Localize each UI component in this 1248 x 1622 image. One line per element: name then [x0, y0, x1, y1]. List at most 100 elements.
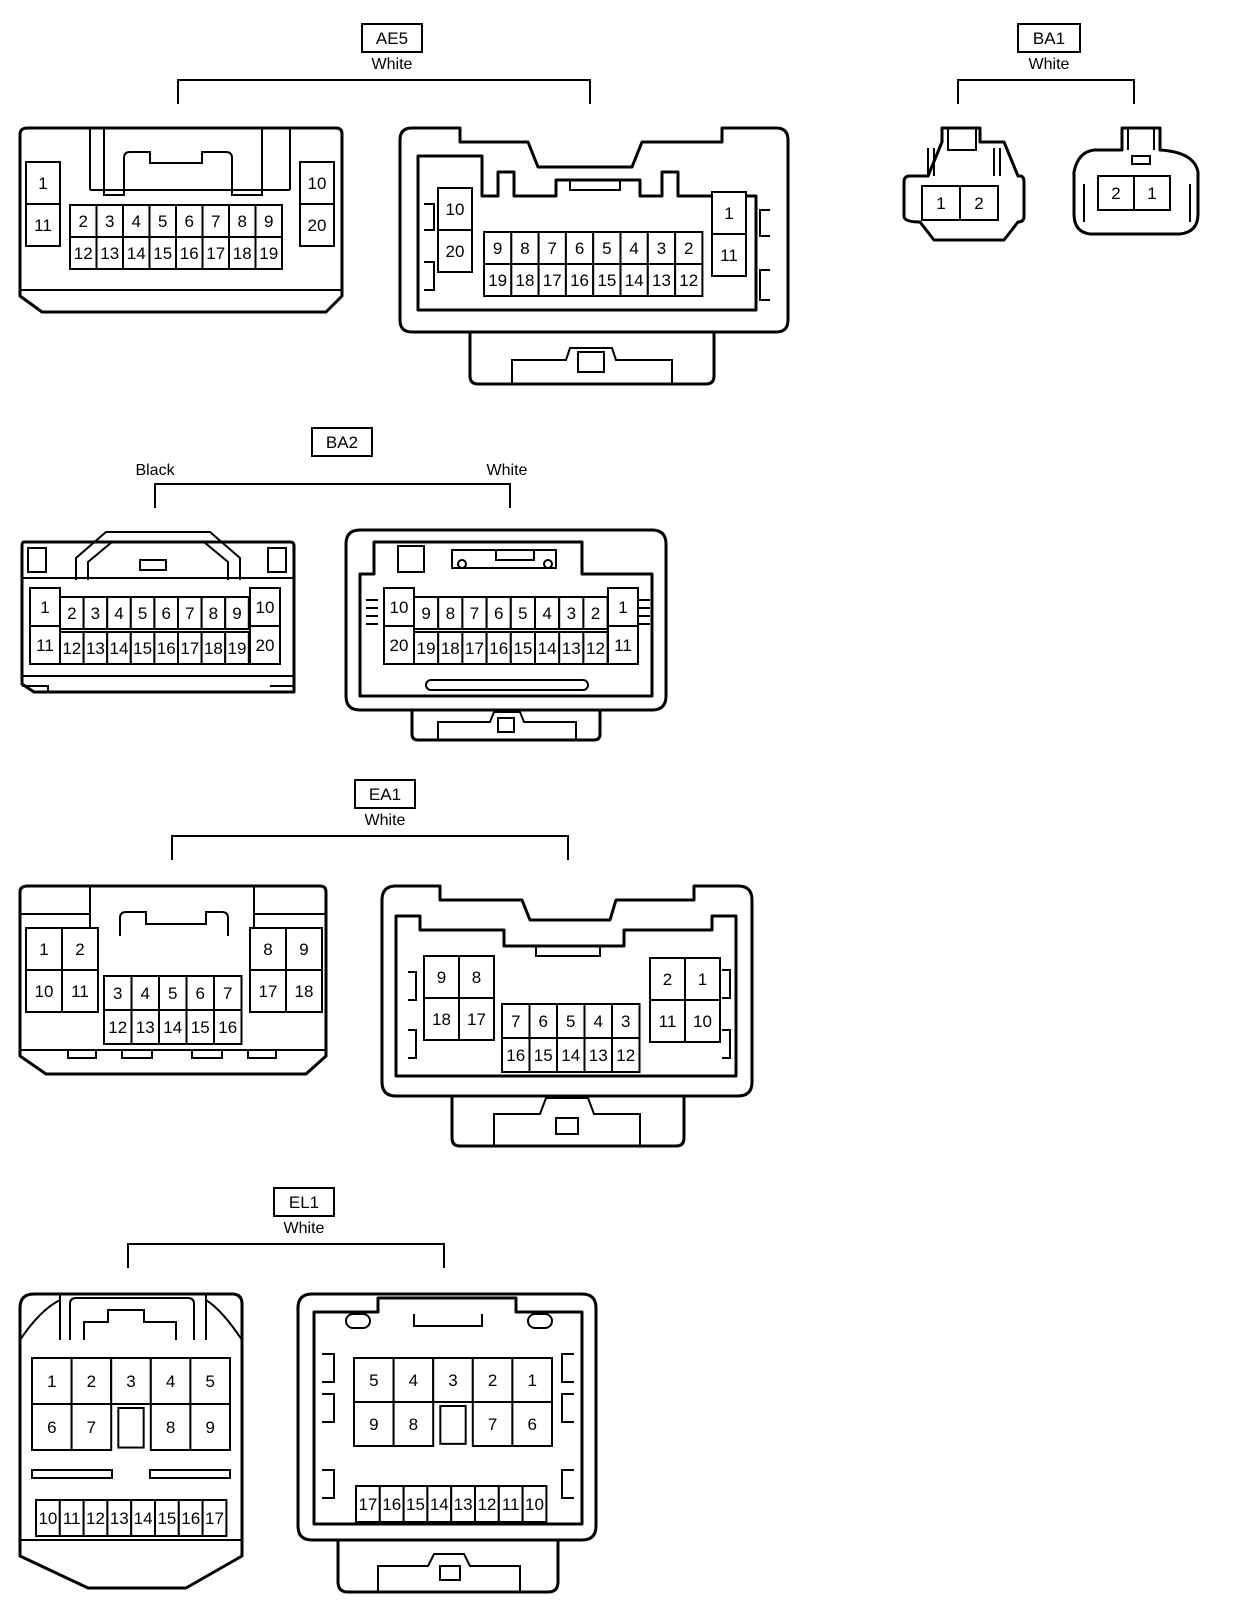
pin-cell [224, 596, 250, 630]
pin-label: 2 [75, 940, 84, 959]
pin-label: 3 [105, 212, 114, 231]
pin-17: 17 [461, 631, 488, 665]
pin-1: 1 [25, 161, 61, 205]
pin-3: 3 [110, 1357, 152, 1405]
pin-key-slot [117, 1407, 145, 1449]
pin-16: 16 [564, 263, 595, 297]
pin-20: 20 [383, 625, 415, 665]
pin-5: 5 [592, 231, 622, 265]
pin-label: 7 [488, 1415, 497, 1434]
pin-cell [31, 1357, 73, 1405]
pin-label: 3 [448, 1371, 457, 1390]
pin-label: 15 [191, 1018, 210, 1037]
pin-label: 11 [63, 1509, 81, 1528]
pin-cell [130, 975, 160, 1011]
pin-8: 8 [149, 1403, 192, 1451]
pin-8: 8 [228, 204, 257, 238]
pin-5: 5 [556, 1003, 586, 1039]
pin-label: 19 [417, 639, 436, 658]
pin-9: 9 [353, 1401, 395, 1447]
pin-label: 6 [47, 1418, 56, 1437]
pin-cell [158, 975, 188, 1011]
pin-label: 7 [548, 239, 557, 258]
pin-label: 9 [299, 940, 308, 959]
pin-cell [249, 969, 287, 1013]
pin-label: 10 [308, 174, 327, 193]
pin-2: 2 [1097, 175, 1135, 211]
pin-13: 13 [558, 631, 585, 665]
pin-3: 3 [646, 231, 677, 265]
pin-label: 11 [502, 1495, 520, 1514]
pin-label: 1 [527, 1371, 536, 1390]
pin-4: 4 [583, 1003, 613, 1039]
pin-label: 16 [218, 1018, 237, 1037]
pin-cell [471, 1401, 514, 1447]
pin-label: 13 [652, 271, 671, 290]
pin-cell [213, 1009, 243, 1045]
pin-4: 4 [392, 1357, 435, 1403]
pin-13: 13 [106, 1499, 133, 1537]
pin-label: 18 [515, 271, 534, 290]
pin-label: 16 [382, 1495, 401, 1514]
pin-label: 14 [163, 1018, 182, 1037]
pin-12: 12 [59, 631, 85, 665]
pin-label: 15 [406, 1495, 425, 1514]
pin-9: 9 [189, 1403, 231, 1451]
pin-6: 6 [153, 596, 179, 630]
pin-5: 5 [353, 1357, 395, 1403]
pin-label: 13 [589, 1046, 608, 1065]
pin-label: 16 [180, 244, 199, 263]
pin-2: 2 [649, 957, 686, 1001]
pin-1: 1 [511, 1357, 554, 1403]
pin-label: 14 [430, 1495, 449, 1514]
pin-label: 17 [465, 639, 484, 658]
connector-code: BA2 [326, 433, 358, 452]
pin-5: 5 [129, 596, 156, 630]
pin-label: 6 [539, 1012, 548, 1031]
pin-10: 10 [249, 587, 281, 627]
pin-cell [437, 596, 464, 630]
pin-13: 13 [646, 263, 677, 297]
pin-label: 6 [185, 212, 194, 231]
pin-1: 1 [1133, 175, 1171, 211]
pin-label: 17 [467, 1010, 486, 1029]
pin-label: 1 [698, 970, 707, 989]
pin-label: 5 [158, 212, 167, 231]
pin-1: 1 [29, 587, 61, 627]
pin-9: 9 [413, 596, 440, 630]
pin-cell [31, 1403, 73, 1451]
pin-label: 17 [543, 271, 562, 290]
pin-6: 6 [175, 204, 204, 238]
pin-cell [392, 1357, 435, 1403]
pin-label: 20 [390, 636, 409, 655]
pin-label: 10 [446, 200, 465, 219]
pin-17: 17 [201, 1499, 228, 1537]
pin-7: 7 [537, 231, 567, 265]
pin-cell [437, 229, 473, 273]
pin-label: 3 [113, 984, 122, 1003]
pin-cell [921, 185, 961, 221]
pin-12: 12 [611, 1037, 641, 1073]
pin-4: 4 [534, 596, 561, 630]
pin-cell [383, 587, 415, 627]
pin-label: 17 [206, 244, 225, 263]
pin-label: 3 [126, 1372, 135, 1391]
pin-label: 17 [205, 1509, 224, 1528]
pin-cell [110, 1357, 152, 1405]
pin-label: 6 [527, 1415, 536, 1434]
pin-4: 4 [619, 231, 649, 265]
pin-cell [185, 1009, 215, 1045]
pin-6: 6 [185, 975, 215, 1011]
pin-label: 4 [166, 1372, 175, 1391]
pin-label: 2 [974, 194, 983, 213]
pin-3: 3 [82, 596, 109, 630]
pin-label: 15 [513, 639, 532, 658]
pin-label: 10 [390, 598, 409, 617]
